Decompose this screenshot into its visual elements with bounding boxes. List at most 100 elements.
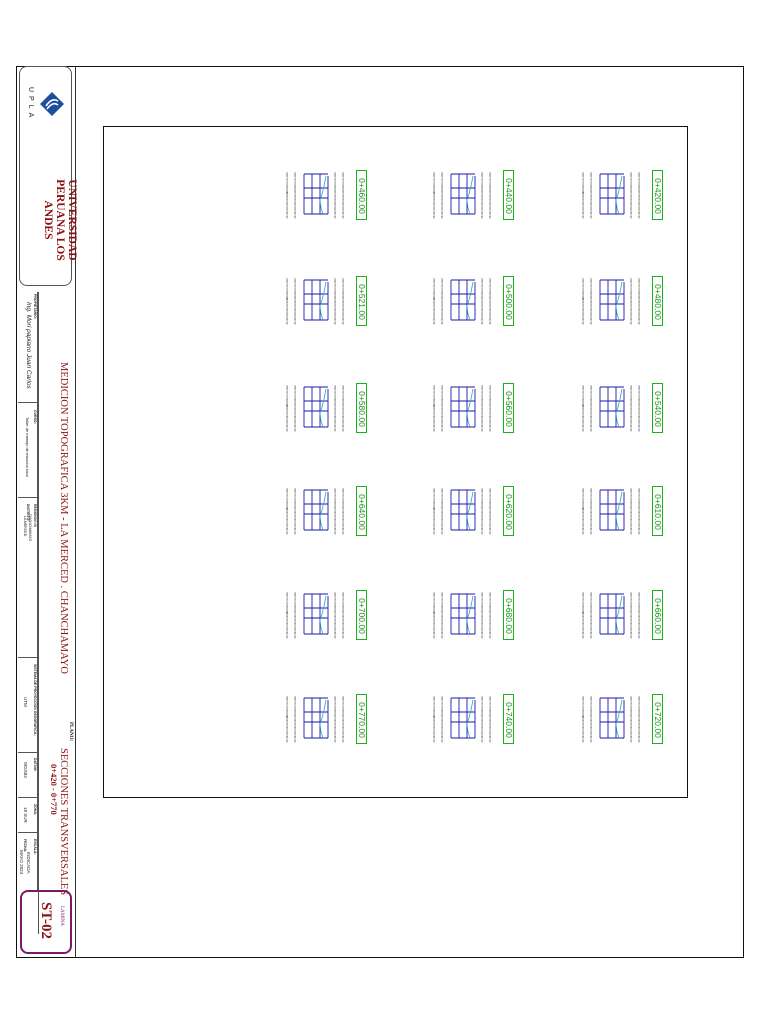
elevation-tick: 740 — [293, 419, 297, 424]
elevation-tick: 730 — [488, 320, 492, 325]
elevation-tick: 755 — [480, 509, 484, 514]
elevation-tick: 775 — [581, 596, 585, 601]
elevation-tick: 755 — [589, 717, 593, 722]
elevation-tick: 775 — [480, 389, 484, 394]
section-label: 0+540.00 — [652, 383, 663, 433]
elevation-tick: 740 — [432, 626, 436, 631]
elevation-tick: 740 — [341, 419, 345, 424]
elevation-tick: 760 — [293, 189, 297, 194]
elevation-tick: 765 — [341, 501, 345, 506]
elevation-tick: 740 — [285, 312, 289, 317]
elevation-tick: 775 — [637, 389, 641, 394]
elevation-tick: 780 — [488, 488, 492, 493]
elevation-tick: 760 — [581, 609, 585, 614]
elevation-tick: 745 — [293, 725, 297, 730]
elevation-tick: 755 — [293, 406, 297, 411]
elevation-tick: 775 — [285, 389, 289, 394]
elevation-tick: 730 — [333, 738, 337, 743]
elevation-tick: 745 — [293, 307, 297, 312]
elevation-tick: 775 — [581, 700, 585, 705]
elevation-tick: 760 — [293, 402, 297, 407]
author-label: PROPIETARIO: — [33, 294, 37, 320]
elevation-tick: 735 — [285, 630, 289, 635]
elevation-tick: 745 — [285, 414, 289, 419]
elevation-tick: 770 — [581, 286, 585, 291]
elevation-tick: 750 — [285, 410, 289, 415]
plan-label: PLANO: — [68, 722, 73, 742]
elevation-tick: 745 — [589, 621, 593, 626]
elevation-tick: 775 — [480, 700, 484, 705]
elevation-tick: 775 — [629, 700, 633, 705]
elevation-tick: 775 — [581, 176, 585, 181]
elevation-tick: 780 — [629, 488, 633, 493]
elevation-tick: 730 — [480, 427, 484, 432]
elevation-tick: 780 — [581, 385, 585, 390]
elevation-tick: 770 — [293, 496, 297, 501]
elevation-tick: 740 — [333, 626, 337, 631]
elevation-tick: 745 — [333, 307, 337, 312]
elevation-tick: 755 — [341, 613, 345, 618]
section-label: 0+770.00 — [356, 694, 367, 744]
elevation-tick: 755 — [293, 193, 297, 198]
elevation-tick: 760 — [637, 295, 641, 300]
drawing-frame — [103, 126, 688, 798]
elevation-tick: 750 — [581, 721, 585, 726]
elevation-tick: 750 — [488, 721, 492, 726]
elevation-tick: 780 — [480, 172, 484, 177]
elevation-tick: 730 — [629, 427, 633, 432]
elevation-tick: 755 — [581, 193, 585, 198]
section-label-text: 0+610.00 — [653, 494, 663, 530]
elevation-tick: 755 — [629, 299, 633, 304]
elevation-tick: 730 — [480, 634, 484, 639]
elevation-tick: 745 — [581, 517, 585, 522]
elevation-tick: 770 — [488, 393, 492, 398]
elevation-tick: 760 — [285, 295, 289, 300]
elevation-tick: 740 — [488, 626, 492, 631]
elevation-tick: 780 — [333, 488, 337, 493]
elevation-tick: 780 — [440, 385, 444, 390]
elevation-tick: 755 — [341, 406, 345, 411]
section-drawing: 7807757707657607557507457407357307807757… — [432, 488, 492, 535]
section-label-text: 0+420.00 — [653, 178, 663, 214]
offset-zero: 0 — [581, 508, 585, 510]
elevation-tick: 775 — [432, 282, 436, 287]
elevation-tick: 750 — [341, 721, 345, 726]
elevation-tick: 780 — [581, 278, 585, 283]
plan-title: SECCIONES TRANSVERSALES — [58, 748, 69, 896]
elevation-tick: 740 — [341, 626, 345, 631]
elevation-tick: 780 — [285, 696, 289, 701]
elevation-tick: 755 — [581, 717, 585, 722]
elevation-tick: 755 — [488, 509, 492, 514]
elevation-tick: 735 — [285, 734, 289, 739]
elevation-tick: 755 — [293, 509, 297, 514]
plan-range: 0+420 - 0+770 — [49, 764, 59, 815]
elevation-tick: 775 — [480, 492, 484, 497]
elevation-tick: 770 — [581, 180, 585, 185]
elevation-tick: 745 — [629, 725, 633, 730]
elevation-tick: 770 — [440, 600, 444, 605]
elevation-tick: 735 — [581, 423, 585, 428]
elevation-tick: 755 — [589, 193, 593, 198]
elevation-tick: 750 — [480, 303, 484, 308]
elevation-tick: 755 — [629, 193, 633, 198]
system-label: SISTEMA DE PROYECCION GEOGRAFICA: — [33, 664, 37, 736]
elevation-tick: 740 — [581, 522, 585, 527]
elevation-tick: 780 — [333, 696, 337, 701]
elevation-tick: 770 — [440, 704, 444, 709]
elevation-tick: 730 — [629, 634, 633, 639]
elevation-tick: 775 — [637, 492, 641, 497]
elevation-tick: 775 — [440, 282, 444, 287]
elevation-tick: 730 — [637, 320, 641, 325]
scale-value: INDICADA — [26, 852, 31, 874]
elevation-tick: 765 — [589, 605, 593, 610]
elevation-tick: 780 — [293, 696, 297, 701]
elevation-tick: 760 — [488, 295, 492, 300]
elevation-tick: 730 — [432, 634, 436, 639]
elevation-tick: 775 — [333, 492, 337, 497]
elevation-tick: 765 — [488, 291, 492, 296]
elevation-tick: 740 — [637, 626, 641, 631]
elevation-tick: 755 — [432, 717, 436, 722]
elevation-tick: 770 — [637, 286, 641, 291]
elevation-tick: 735 — [333, 210, 337, 215]
elevation-tick: 755 — [629, 717, 633, 722]
